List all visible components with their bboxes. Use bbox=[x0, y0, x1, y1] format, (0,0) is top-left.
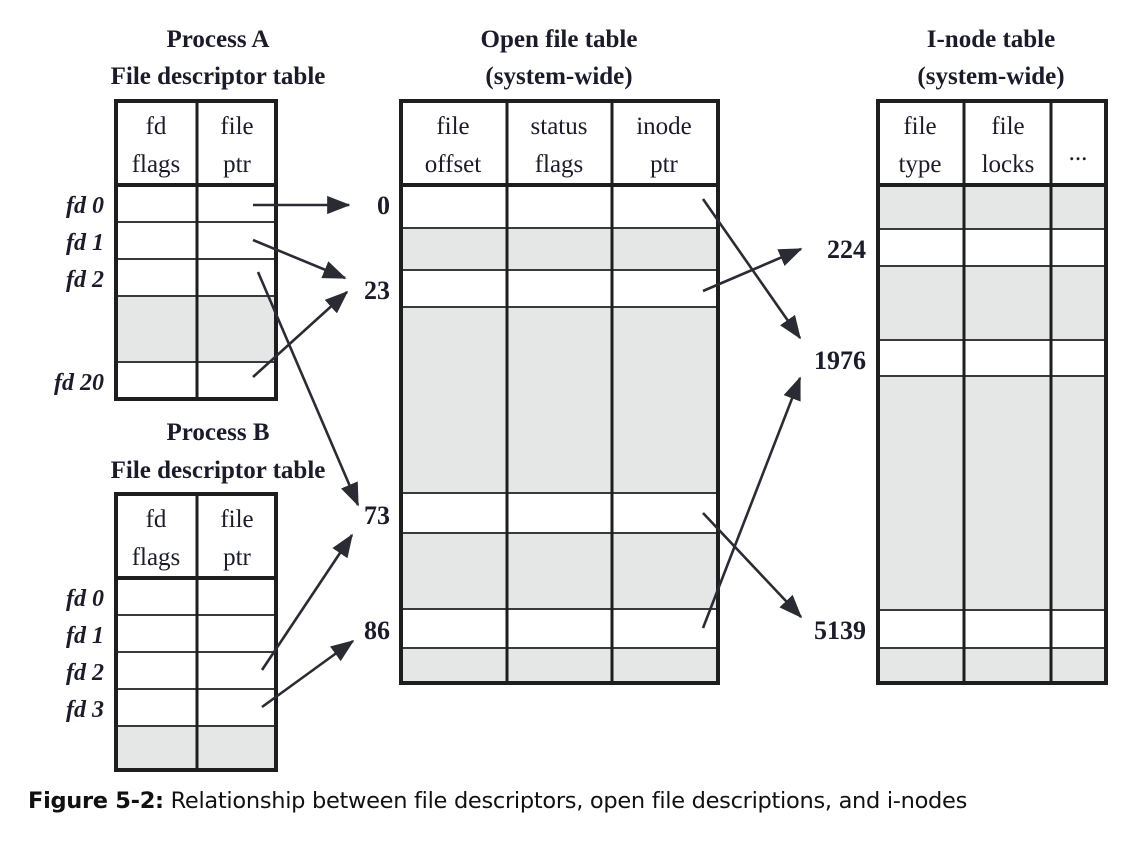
open-file-row-index-23: 23 bbox=[364, 276, 390, 305]
process-a-col1-head-line1: file bbox=[220, 113, 253, 140]
link-open-file-0-to-inode-1976 bbox=[701, 198, 802, 340]
inode-table-title-line2: (system-wide) bbox=[917, 63, 1064, 90]
link-open-file-86-to-inode-1976 bbox=[701, 376, 802, 629]
open-file-row-gap4 bbox=[401, 648, 718, 683]
figure-caption-label: Figure 5-2: bbox=[28, 788, 164, 814]
link-process-a-fd2-to-open-file-73 bbox=[256, 271, 360, 507]
inode-col0-head-line1: file bbox=[903, 113, 936, 140]
open-file-row-73 bbox=[401, 493, 718, 533]
process-b-row-label-fd3: fd 3 bbox=[66, 697, 104, 723]
open-file-col2-head-line2: ptr bbox=[650, 151, 678, 178]
open-file-row-gap2 bbox=[401, 307, 718, 493]
process-b-col0-head-line1: fd bbox=[146, 506, 167, 533]
process-b-title-line2: File descriptor table bbox=[111, 457, 326, 484]
open-file-row-86 bbox=[401, 609, 718, 648]
inode-row-224 bbox=[878, 229, 1106, 266]
process-a-table: fd flags file ptr fd 0 fd 1 fd 2 fd bbox=[54, 99, 278, 401]
open-file-col1-head-line2: flags bbox=[535, 151, 584, 178]
process-b-col1-head-line1: file bbox=[220, 506, 253, 533]
links-open-file-to-inode bbox=[701, 198, 803, 629]
inode-col0-head-line2: type bbox=[898, 151, 941, 178]
process-a-col0-head-line2: flags bbox=[132, 151, 181, 178]
process-a-row-label-fd20: fd 20 bbox=[54, 370, 104, 396]
inode-row-gap1 bbox=[878, 185, 1106, 229]
inode-col1-head-line1: file bbox=[991, 113, 1024, 140]
process-a-col1-head-line2: ptr bbox=[223, 151, 251, 178]
link-process-b-fd3-to-open-file-86 bbox=[261, 639, 355, 709]
open-file-table: file offset status flags inode ptr bbox=[364, 99, 720, 685]
inode-row-gap4 bbox=[878, 648, 1106, 683]
open-file-col1-head-line1: status bbox=[531, 113, 588, 140]
inode-row-index-5139: 5139 bbox=[814, 616, 866, 645]
inode-row-index-1976: 1976 bbox=[814, 346, 866, 375]
process-b-col0-head-line2: flags bbox=[132, 544, 181, 571]
link-process-a-fd20-to-open-file-23 bbox=[252, 290, 349, 378]
process-a-col0-head-line1: fd bbox=[146, 113, 167, 140]
link-process-b-fd2-to-open-file-73 bbox=[260, 533, 354, 671]
process-a-title-line1: Process A bbox=[167, 26, 270, 53]
process-b-col1-head-line2: ptr bbox=[223, 544, 251, 571]
open-file-row-index-73: 73 bbox=[364, 501, 390, 530]
link-process-a-fd1-to-open-file-23 bbox=[252, 238, 347, 280]
inode-row-gap2 bbox=[878, 266, 1106, 340]
open-file-row-index-86: 86 bbox=[364, 616, 390, 645]
inode-row-1976 bbox=[878, 340, 1106, 376]
process-b-row-label-fd1: fd 1 bbox=[66, 623, 104, 649]
process-b-row-label-fd2: fd 2 bbox=[66, 660, 104, 686]
process-a-row-label-fd2: fd 2 bbox=[66, 267, 104, 293]
inode-row-5139 bbox=[878, 610, 1106, 648]
open-file-row-gap1 bbox=[401, 228, 718, 270]
process-a-row-label-fd0: fd 0 bbox=[66, 193, 104, 219]
process-b-table: fd flags file ptr fd 0 fd 1 fd 2 fd 3 bbox=[66, 492, 278, 772]
open-file-table-title-line1: Open file table bbox=[481, 26, 638, 53]
links-process-b-to-open-file bbox=[260, 533, 355, 709]
inode-col2-head-ellipsis: ... bbox=[1069, 139, 1088, 166]
open-file-col0-head-line1: file bbox=[436, 113, 469, 140]
inode-table-title-line1: I-node table bbox=[927, 26, 1055, 53]
open-file-row-23 bbox=[401, 270, 718, 307]
open-file-row-0 bbox=[401, 185, 718, 228]
inode-row-index-224: 224 bbox=[827, 235, 866, 264]
open-file-col0-head-line2: offset bbox=[425, 151, 482, 178]
inode-row-gap3 bbox=[878, 376, 1106, 610]
process-b-title-line1: Process B bbox=[167, 419, 270, 446]
open-file-col2-head-line1: inode bbox=[636, 113, 692, 140]
process-a-row-label-fd1: fd 1 bbox=[66, 230, 104, 256]
open-file-row-gap3 bbox=[401, 533, 718, 609]
link-open-file-23-to-inode-224 bbox=[702, 247, 803, 293]
inode-col1-head-line2: locks bbox=[982, 151, 1035, 178]
inode-table: file type file locks ... 224 1976 51 bbox=[814, 99, 1108, 685]
links-process-a-to-open-file bbox=[252, 195, 360, 507]
open-file-row-index-0: 0 bbox=[377, 191, 390, 220]
figure-caption-text: Relationship between file descriptors, o… bbox=[170, 788, 968, 814]
figure-caption: Figure 5-2: Relationship between file de… bbox=[28, 788, 1118, 814]
process-b-row-label-fd0: fd 0 bbox=[66, 586, 104, 612]
open-file-table-title-line2: (system-wide) bbox=[485, 63, 632, 90]
process-a-title-line2: File descriptor table bbox=[111, 63, 326, 90]
link-open-file-73-to-inode-5139 bbox=[702, 512, 803, 619]
